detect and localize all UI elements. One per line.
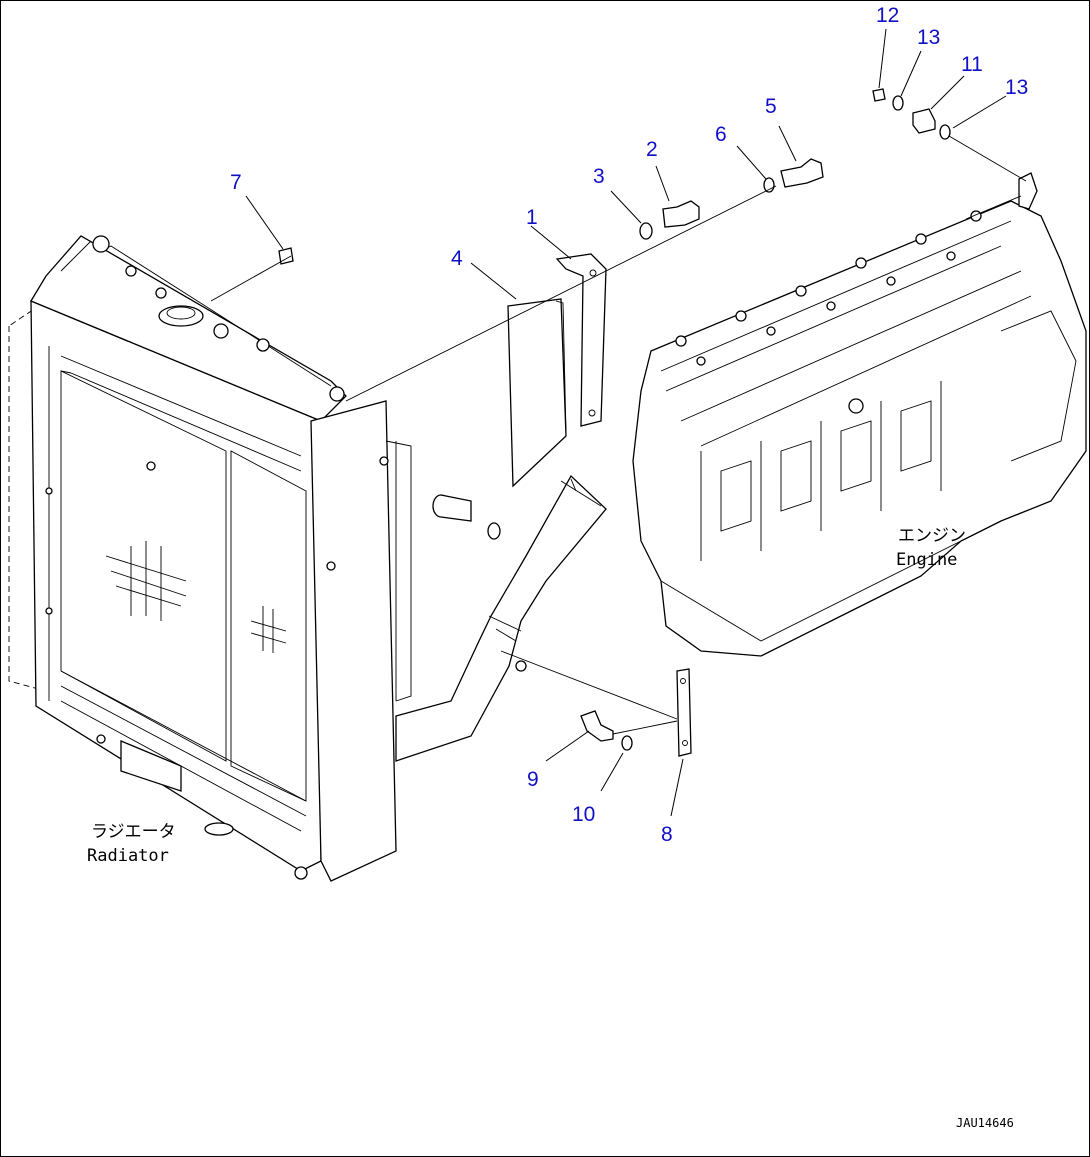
radiator-hose-pipe (395, 474, 607, 762)
leader-lines (245, 28, 1007, 817)
callout-7: 7 (230, 171, 242, 194)
assembly-lines (210, 135, 1027, 735)
callout-10: 10 (572, 803, 595, 826)
radiator-label-jp: ラジエータ (91, 822, 176, 842)
component-captions: ラジエータ Radiator エンジン Engine JAU14646 (87, 526, 1014, 1130)
engine-label-jp: エンジン (898, 526, 966, 546)
drawing-reference: JAU14646 (956, 1116, 1014, 1130)
callout-13-lower: 13 (1005, 76, 1028, 99)
callout-5: 5 (765, 95, 777, 118)
radiator-label-en: Radiator (87, 846, 169, 866)
callout-4: 4 (451, 247, 463, 270)
callout-6: 6 (715, 123, 727, 146)
callout-9: 9 (527, 768, 539, 791)
callout-8: 8 (661, 823, 673, 846)
engine-block (632, 172, 1087, 657)
callout-3: 3 (593, 165, 605, 188)
callout-numbers: 1 2 3 4 5 6 7 8 9 10 11 12 13 13 (230, 4, 1028, 846)
callout-13-upper: 13 (917, 26, 940, 49)
engine-label-en: Engine (896, 550, 957, 570)
radiator-assembly (8, 235, 412, 882)
parts (278, 88, 951, 757)
callout-1: 1 (526, 206, 538, 229)
callout-11: 11 (961, 53, 983, 76)
callout-12: 12 (876, 4, 899, 27)
callout-2: 2 (646, 138, 658, 161)
